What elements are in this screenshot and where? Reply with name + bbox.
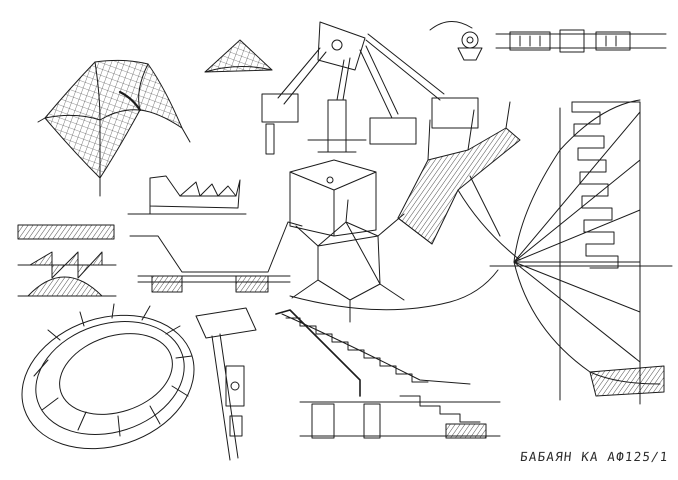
pyramid-net-sketch	[204, 39, 273, 73]
cable-plan-sketch	[291, 199, 405, 323]
author-signature: БАБАЯН КА АФ125/1	[519, 449, 670, 464]
spiral-shell-sketch	[21, 303, 195, 450]
stadium-section-sketch	[489, 99, 673, 405]
beam-diagrams-sketch	[17, 224, 117, 297]
cantilever-section-sketch	[129, 221, 303, 293]
truss-elevation-sketch	[127, 175, 247, 215]
column-joint-sketch	[261, 21, 479, 237]
cable-anchor-sketch	[195, 307, 257, 461]
membrane-canopy-sketch	[37, 59, 191, 197]
grandstand-section-sketch	[275, 269, 501, 439]
hinge-detail-sketch	[429, 21, 667, 61]
fan-canopy-sketch	[397, 101, 521, 261]
